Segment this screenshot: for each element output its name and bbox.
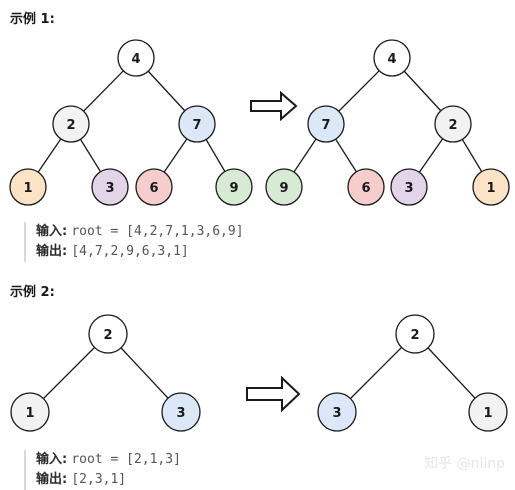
example-1-output-tree: 4 7 2 9 6 3 1 — [265, 39, 510, 206]
tree-node-value: 6 — [361, 181, 370, 196]
tree-node — [307, 105, 345, 143]
output-value: [4,7,2,9,6,3,1] — [71, 244, 189, 259]
tree-node-value: 1 — [486, 181, 495, 196]
input-label: 输入: — [36, 224, 68, 239]
tree-node-value: 3 — [105, 181, 114, 196]
tree-node-value: 3 — [404, 181, 413, 196]
tree-node-value: 9 — [279, 181, 288, 196]
tree-node — [117, 39, 155, 77]
tree-node — [390, 168, 428, 206]
tree-node — [347, 168, 385, 206]
example-1-heading: 示例 1: — [10, 12, 55, 27]
example-1-output-line: 输出: [4,7,2,9,6,3,1] — [36, 242, 244, 262]
tree-node — [434, 105, 472, 143]
tree-node — [265, 168, 303, 206]
tree-node-value: 3 — [176, 406, 185, 421]
tree-node-value: 1 — [483, 406, 492, 421]
tree-node-value: 2 — [103, 328, 112, 343]
example-2-input-line: 输入: root = [2,1,3] — [36, 450, 181, 470]
tree-node — [91, 168, 129, 206]
watermark: 知乎 @nlinp — [424, 456, 505, 472]
tree-node-value: 4 — [131, 52, 140, 67]
tree-node — [178, 105, 216, 143]
tree-node-value: 4 — [387, 52, 396, 67]
tree-node — [52, 105, 90, 143]
tree-node — [373, 39, 411, 77]
tree-node-value: 7 — [321, 118, 330, 133]
tree-node — [317, 392, 357, 432]
output-label: 输出: — [36, 244, 68, 259]
arrow-right-icon — [250, 90, 298, 122]
tree-node-value: 2 — [448, 118, 457, 133]
tree-node — [472, 168, 510, 206]
tree-node — [161, 392, 201, 432]
example-1-input-line: 输入: root = [4,2,7,1,3,6,9] — [36, 222, 244, 242]
tree-node-value: 1 — [23, 181, 32, 196]
input-value: root = [2,1,3] — [71, 452, 181, 467]
tree-node — [395, 314, 435, 354]
input-value: root = [4,2,7,1,3,6,9] — [71, 224, 244, 239]
output-label: 输出: — [36, 472, 68, 487]
tree-node — [10, 392, 50, 432]
tree-node-value: 2 — [410, 328, 419, 343]
tree-node — [468, 392, 508, 432]
example-2-output-tree: 2 3 1 — [317, 314, 508, 432]
tree-node-value: 3 — [332, 406, 341, 421]
example-2-heading: 示例 2: — [10, 285, 55, 300]
tree-node-value: 9 — [229, 181, 238, 196]
tree-node — [215, 168, 253, 206]
example-2-io: 输入: root = [2,1,3] 输出: [2,3,1] — [24, 450, 181, 490]
tree-node — [9, 168, 47, 206]
example-1-input-tree: 4 2 7 1 3 6 9 — [9, 39, 253, 206]
tree-node-value: 2 — [66, 118, 75, 133]
example-1-io: 输入: root = [4,2,7,1,3,6,9] 输出: [4,7,2,9,… — [24, 222, 244, 262]
arrow-right-icon — [246, 375, 301, 413]
input-label: 输入: — [36, 452, 68, 467]
output-value: [2,3,1] — [71, 472, 127, 487]
tree-node — [135, 168, 173, 206]
tree-node-value: 1 — [25, 406, 34, 421]
tree-node-value: 7 — [192, 118, 201, 133]
example-2-output-line: 输出: [2,3,1] — [36, 470, 181, 490]
example-2-input-tree: 2 1 3 — [10, 314, 201, 432]
tree-node — [88, 314, 128, 354]
tree-node-value: 6 — [149, 181, 158, 196]
